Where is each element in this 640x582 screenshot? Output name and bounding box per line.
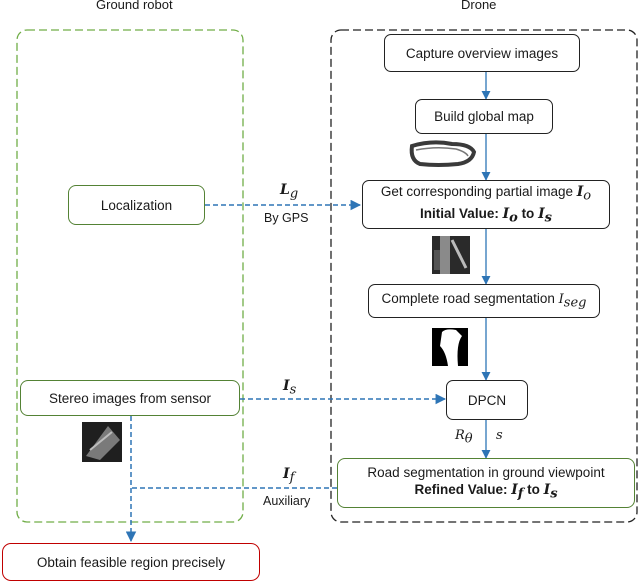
- road-segmentation-label: Complete road segmentation: [381, 291, 559, 307]
- capture-overview-node: Capture overview images: [384, 34, 580, 72]
- localization-label: Localization: [100, 197, 173, 213]
- initial-value-line: Initial Value: Io to Is: [420, 205, 552, 226]
- dpcn-node: DPCN: [446, 380, 528, 420]
- auxiliary-label: Auxiliary: [263, 494, 311, 508]
- ground-viewpoint-label: Road segmentation in ground viewpoint: [367, 464, 605, 480]
- partial-image-thumbnail: [432, 236, 470, 274]
- road-segmentation-node: Complete road segmentation Iseg: [368, 284, 600, 318]
- drone-region: [330, 29, 638, 523]
- localization-node: Localization: [68, 185, 205, 225]
- segmentation-mask-thumbnail: [432, 328, 468, 366]
- s-label: s: [496, 428, 503, 443]
- build-global-map-node: Build global map: [415, 99, 553, 134]
- if-edge-label: If: [283, 466, 295, 486]
- stereo-images-label: Stereo images from sensor: [48, 390, 212, 406]
- drone-title: Drone: [461, 0, 497, 12]
- ground-viewpoint-node: Road segmentation in ground viewpoint Re…: [337, 458, 635, 508]
- partial-image-node: Get corresponding partial image Io Initi…: [362, 180, 610, 229]
- dpcn-label: DPCN: [467, 392, 507, 408]
- feasible-region-label: Obtain feasible region precisely: [36, 554, 226, 570]
- is-edge-label: Is: [283, 378, 297, 398]
- stereo-image-thumbnail: [82, 422, 122, 462]
- lg-edge-label: Lg: [280, 182, 299, 202]
- ground-robot-region: [16, 29, 244, 523]
- global-map-thumbnail: [409, 140, 477, 167]
- partial-image-line: Get corresponding partial image Io: [380, 183, 592, 204]
- feasible-region-node: Obtain feasible region precisely: [2, 543, 260, 581]
- by-gps-label: By GPS: [264, 211, 309, 225]
- build-global-map-label: Build global map: [434, 109, 534, 124]
- refined-value-line: Refined Value: If to Is: [414, 481, 558, 502]
- ground-robot-title: Ground robot: [96, 0, 173, 12]
- stereo-images-node: Stereo images from sensor: [20, 380, 240, 416]
- capture-overview-label: Capture overview images: [405, 45, 559, 61]
- r-theta-label: Rθ: [455, 428, 473, 447]
